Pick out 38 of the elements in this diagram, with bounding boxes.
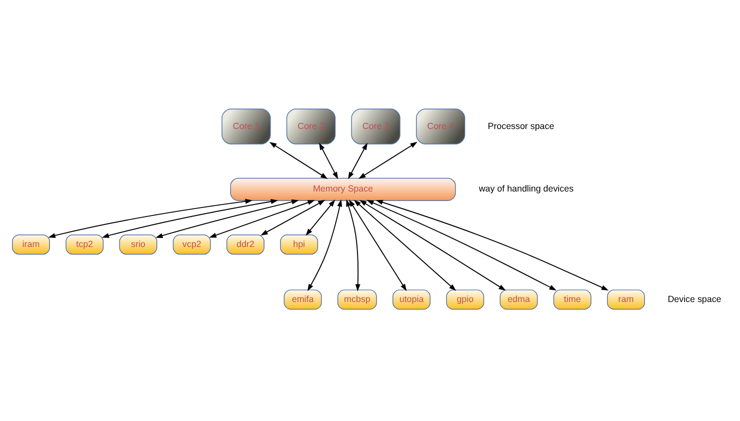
node-box: mcbsp	[337, 289, 377, 310]
arrow	[366, 200, 557, 290]
arrow	[354, 199, 456, 290]
arrow	[346, 198, 360, 291]
node-box: gpio	[446, 289, 484, 310]
node-box: Memory Space	[230, 177, 456, 200]
node-box: utopia	[392, 289, 430, 310]
arrow	[209, 200, 315, 238]
arrow	[307, 198, 342, 291]
arrow	[348, 142, 368, 179]
arrow	[102, 198, 278, 238]
arrow	[358, 141, 418, 178]
node-box: srio	[119, 234, 158, 254]
arrow	[359, 199, 506, 290]
node-box: vcp2	[172, 234, 211, 254]
arrow	[348, 199, 407, 291]
label: Processor space	[488, 120, 554, 130]
arrow	[319, 142, 338, 179]
node-box: tcp2	[66, 234, 104, 254]
node-box: iram	[12, 234, 50, 254]
arrow	[306, 199, 336, 236]
node-box: Core 1	[222, 108, 271, 144]
arrow	[269, 141, 328, 178]
node-box: Core 4	[416, 108, 466, 144]
node-box: Core 3	[351, 108, 400, 144]
node-box: hpi	[280, 234, 318, 254]
label: Device space	[668, 293, 722, 304]
node-box: ram	[607, 289, 645, 310]
arrow	[376, 199, 609, 290]
node-box: ddr2	[226, 234, 264, 254]
arrow	[260, 199, 326, 235]
node-box: Core 2	[286, 108, 336, 144]
node-box: emifa	[284, 289, 322, 310]
node-box: edma	[500, 289, 538, 310]
label: way of handling devices	[478, 183, 574, 194]
arrow	[48, 198, 252, 238]
arrow	[156, 198, 299, 238]
node-box: time	[553, 289, 592, 310]
